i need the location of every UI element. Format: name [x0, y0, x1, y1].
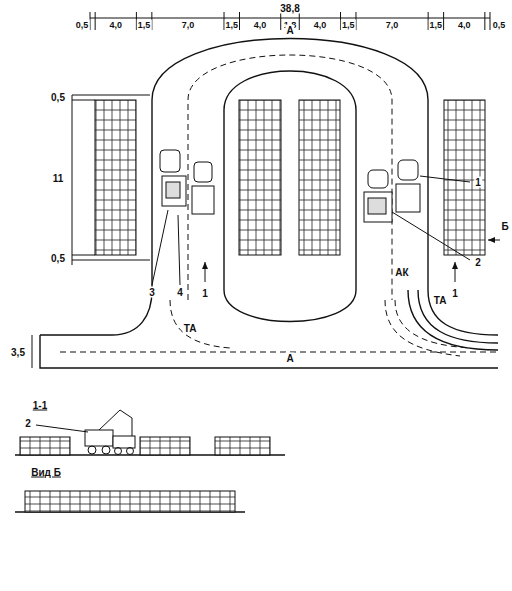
dimension-tick [443, 12, 444, 30]
callout-label: 2 [24, 418, 32, 429]
callout-label: 1-1 [32, 400, 48, 411]
dimension-label: 7,0 [181, 20, 196, 31]
callout-label: А [285, 353, 294, 364]
dimension-label: 0,5 [50, 253, 66, 264]
dimension-tick [90, 12, 91, 30]
dimension-tick [484, 12, 485, 30]
callout-label: ТА [183, 323, 198, 334]
dimension-tick [280, 12, 281, 30]
dimension-label: 1,5 [429, 20, 444, 31]
dimension-label: 1,5 [137, 20, 152, 31]
dimension-label: 11 [52, 173, 65, 184]
dimension-label: 3,5 [10, 347, 26, 358]
callout-label: Вид Б [30, 467, 62, 478]
dimension-label: 7,0 [385, 20, 400, 31]
callout-label: 4 [176, 287, 184, 298]
callout-label: 3 [148, 287, 156, 298]
callout-label: А [285, 25, 294, 36]
dimension-label: 4,0 [313, 20, 328, 31]
callout-label: 1 [451, 288, 459, 299]
dimension-label: 4,0 [109, 20, 124, 31]
callout-label: АК [394, 267, 409, 278]
dimension-tick [95, 12, 96, 30]
callout-label: 2 [474, 257, 482, 268]
dimension-tick [151, 12, 152, 30]
dimension-label: 0,5 [75, 20, 90, 31]
dimension-label: 0,5 [50, 92, 66, 103]
callout-label: ТА [433, 295, 448, 306]
dimension-label: 38,8 [279, 3, 300, 14]
dimension-tick [355, 12, 356, 30]
dimension-tick [299, 12, 300, 30]
callout-label: 1 [474, 177, 482, 188]
dimension-tick [239, 12, 240, 30]
dimension-label: 1,5 [224, 20, 239, 31]
dimension-label: 0,5 [492, 20, 507, 31]
callout-label: Б [500, 221, 509, 232]
dimension-label: 1,5 [341, 20, 356, 31]
dimension-label: 4,0 [253, 20, 268, 31]
dimension-label: 4,0 [457, 20, 472, 31]
dimension-tick [490, 12, 491, 30]
callout-label: 1 [201, 288, 209, 299]
